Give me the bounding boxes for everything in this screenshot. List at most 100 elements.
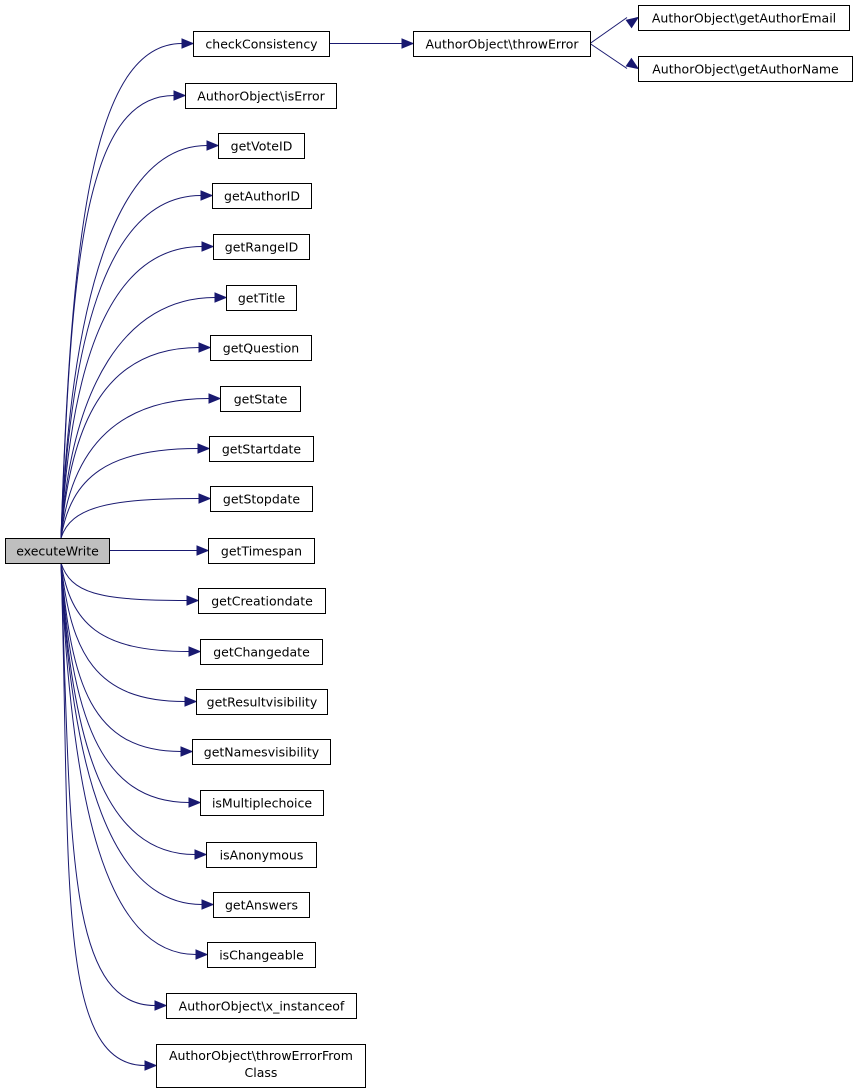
edge-executeWrite-to-getNamesvisibility xyxy=(60,562,182,752)
node-getVoteID[interactable]: getVoteID xyxy=(218,133,305,159)
edge-executeWrite-to-getRangeID xyxy=(60,246,203,539)
node-getStopdate[interactable]: getStopdate xyxy=(210,486,313,512)
node-isChangeable[interactable]: isChangeable xyxy=(207,942,316,968)
node-box[interactable] xyxy=(5,538,110,564)
node-getTitle[interactable]: getTitle xyxy=(226,285,297,311)
node-box[interactable] xyxy=(638,56,853,82)
node-box[interactable] xyxy=(200,639,323,665)
edge-executeWrite-to-getResultvisibility xyxy=(60,562,186,702)
node-label: getTimespan xyxy=(221,544,302,559)
node-x_instanceof[interactable]: AuthorObject\x_instanceof xyxy=(166,993,357,1019)
node-label: AuthorObject\isError xyxy=(197,89,325,104)
node-box[interactable] xyxy=(638,5,850,31)
node-box[interactable] xyxy=(213,234,310,260)
node-getAuthorEmail[interactable]: AuthorObject\getAuthorEmail xyxy=(638,5,850,31)
arrowhead-getAnswers xyxy=(201,899,215,910)
node-label: AuthorObject\getAuthorEmail xyxy=(652,11,836,26)
node-box[interactable] xyxy=(166,993,357,1019)
node-box[interactable] xyxy=(208,538,315,564)
edge-throwError-to-getAuthorName xyxy=(589,43,628,69)
node-box[interactable] xyxy=(185,83,337,109)
node-box[interactable] xyxy=(200,790,324,816)
node-box[interactable] xyxy=(196,689,328,715)
node-label: isChangeable xyxy=(219,948,304,963)
node-label: isMultiplechoice xyxy=(212,796,312,811)
arrowhead-throwError xyxy=(401,38,415,49)
node-throwError[interactable]: AuthorObject\throwError xyxy=(413,31,591,57)
node-getAnswers[interactable]: getAnswers xyxy=(213,892,310,918)
node-getStartdate[interactable]: getStartdate xyxy=(209,436,314,462)
arrowhead-getTimespan xyxy=(196,545,210,556)
node-isMultiplechoice[interactable]: isMultiplechoice xyxy=(200,790,324,816)
arrowhead-getResultvisibility xyxy=(184,696,198,707)
node-box[interactable] xyxy=(226,285,297,311)
node-getAuthorName[interactable]: AuthorObject\getAuthorName xyxy=(638,56,853,82)
node-label: getAnswers xyxy=(225,898,298,913)
node-box[interactable] xyxy=(193,31,330,57)
node-box[interactable] xyxy=(206,842,317,868)
node-box[interactable] xyxy=(192,739,331,765)
node-label: getState xyxy=(234,392,288,407)
node-label: getCreationdate xyxy=(211,594,313,609)
edge-executeWrite-to-getStopdate xyxy=(60,498,200,539)
node-label: getVoteID xyxy=(231,139,293,154)
node-box[interactable] xyxy=(209,436,314,462)
arrowhead-getAuthorID xyxy=(200,190,214,201)
node-box[interactable] xyxy=(207,942,316,968)
node-getChangedate[interactable]: getChangedate xyxy=(200,639,323,665)
arrowhead-getQuestion xyxy=(198,342,212,353)
node-getRangeID[interactable]: getRangeID xyxy=(213,234,310,260)
edge-executeWrite-to-checkConsistency xyxy=(60,43,183,539)
arrowhead-getAuthorEmail xyxy=(625,16,640,29)
node-label: getNamesvisibility xyxy=(204,745,320,760)
arrowhead-getVoteID xyxy=(206,140,220,151)
node-box[interactable] xyxy=(213,892,310,918)
node-getResultvisibility[interactable]: getResultvisibility xyxy=(196,689,328,715)
edge-executeWrite-to-isError xyxy=(60,95,175,539)
node-box[interactable] xyxy=(413,31,591,57)
node-label: AuthorObject\x_instanceof xyxy=(179,999,345,1014)
node-getState[interactable]: getState xyxy=(220,386,301,412)
node-box[interactable] xyxy=(198,588,326,614)
arrowhead-getState xyxy=(208,393,222,404)
arrowhead-getRangeID xyxy=(201,241,215,252)
node-getQuestion[interactable]: getQuestion xyxy=(210,335,312,361)
node-box[interactable] xyxy=(218,133,305,159)
edge-executeWrite-to-getStartdate xyxy=(60,448,199,539)
edge-executeWrite-to-throwErrorFromClass xyxy=(60,562,146,1066)
node-executeWrite[interactable]: executeWrite xyxy=(5,538,110,564)
node-getAuthorID[interactable]: getAuthorID xyxy=(212,183,312,209)
arrowhead-isMultiplechoice xyxy=(188,797,202,808)
edge-executeWrite-to-getVoteID xyxy=(60,145,208,539)
node-box[interactable] xyxy=(156,1044,366,1088)
node-getTimespan[interactable]: getTimespan xyxy=(208,538,315,564)
edge-executeWrite-to-getCreationdate xyxy=(60,562,188,601)
node-label: AuthorObject\throwError xyxy=(425,37,579,52)
node-isAnonymous[interactable]: isAnonymous xyxy=(206,842,317,868)
edge-executeWrite-to-isMultiplechoice xyxy=(60,562,190,803)
edge-executeWrite-to-getQuestion xyxy=(60,347,200,539)
arrowhead-getTitle xyxy=(214,292,228,303)
arrowhead-getCreationdate xyxy=(186,595,200,606)
node-box[interactable] xyxy=(212,183,312,209)
arrowhead-getStopdate xyxy=(198,493,212,504)
node-box[interactable] xyxy=(220,386,301,412)
node-checkConsistency[interactable]: checkConsistency xyxy=(193,31,330,57)
arrowhead-isChangeable xyxy=(195,949,209,960)
node-getCreationdate[interactable]: getCreationdate xyxy=(198,588,326,614)
node-box[interactable] xyxy=(210,335,312,361)
node-label: getStartdate xyxy=(222,442,302,457)
node-label: getAuthorID xyxy=(224,189,300,204)
edge-executeWrite-to-isChangeable xyxy=(60,562,197,955)
node-box[interactable] xyxy=(210,486,313,512)
edge-executeWrite-to-x_instanceof xyxy=(60,562,156,1006)
node-getNamesvisibility[interactable]: getNamesvisibility xyxy=(192,739,331,765)
node-label: getResultvisibility xyxy=(207,695,318,710)
node-label-line: Class xyxy=(245,1065,278,1080)
node-isError[interactable]: AuthorObject\isError xyxy=(185,83,337,109)
arrowhead-getAuthorName xyxy=(625,57,640,70)
arrowhead-getNamesvisibility xyxy=(180,746,194,757)
node-label: checkConsistency xyxy=(205,37,318,52)
